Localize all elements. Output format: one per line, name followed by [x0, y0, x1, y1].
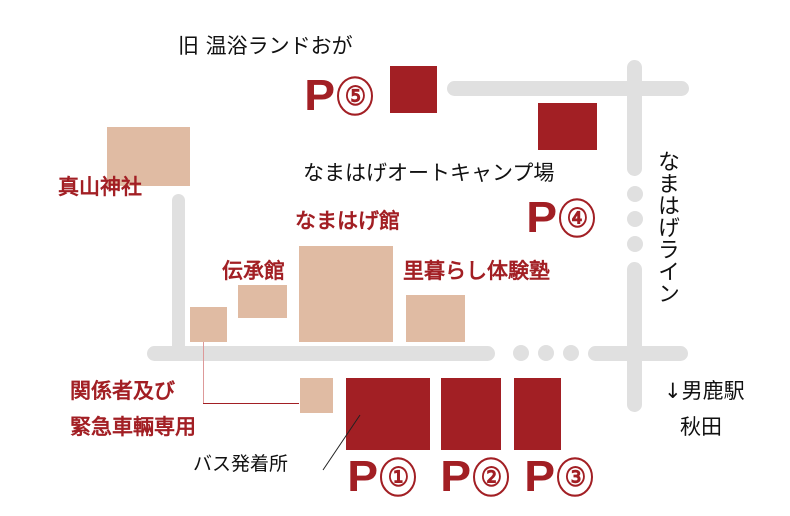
road-bottom	[147, 346, 495, 361]
densho-building	[238, 285, 287, 318]
bus-stop-label: バス発着所	[193, 453, 289, 475]
staff-leader-vertical	[203, 342, 204, 403]
parking-lot-5	[390, 66, 437, 113]
road-right-dot	[627, 211, 643, 227]
road-bottom-dot	[513, 345, 529, 361]
staff-leader-horizontal	[203, 403, 299, 404]
staff-lot-building	[300, 378, 333, 413]
oga-station-label: ↓男鹿駅	[664, 379, 745, 403]
parking-lot-4	[538, 103, 597, 150]
parking-lot-3	[514, 378, 561, 450]
namahage-museum-building	[299, 246, 393, 342]
onsen-land-label: 旧 温浴ランドおが	[178, 34, 353, 58]
staff-only-label-1: 関係者及び	[70, 379, 175, 403]
road-bottom-dot	[538, 345, 554, 361]
namahage-line-label: なまはげライン	[654, 150, 679, 304]
road-bottom-dot	[563, 345, 579, 361]
parking-lot-1	[346, 378, 430, 450]
satogurashi-building	[406, 295, 465, 342]
road-right-dot	[627, 236, 643, 252]
staff-building	[190, 307, 227, 342]
namahage-museum-label: なまはげ館	[295, 209, 400, 233]
camp-label: なまはげオートキャンプ場	[303, 161, 555, 185]
densho-label: 伝承館	[222, 259, 285, 283]
parking-lot-2	[441, 378, 501, 450]
road-right-lower	[627, 262, 642, 412]
staff-only-label-2: 緊急車輛専用	[70, 415, 196, 439]
satogurashi-label: 里暮らし体験塾	[403, 259, 550, 283]
akita-label: 秋田	[680, 415, 722, 439]
shrine-label: 真山神社	[58, 175, 142, 199]
road-left	[172, 194, 185, 359]
road-bottom-right	[588, 346, 688, 361]
road-right-dot	[627, 186, 643, 202]
road-right-upper	[627, 60, 642, 176]
shrine-building	[107, 127, 190, 186]
